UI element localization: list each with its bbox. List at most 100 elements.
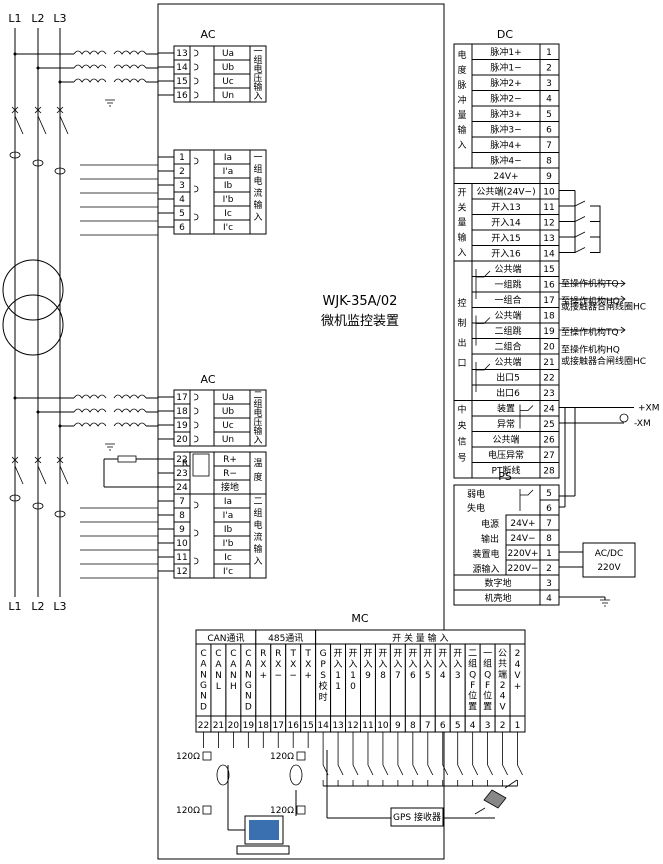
terminal-number: 8: [410, 721, 416, 731]
terminal-number: 6: [440, 721, 446, 731]
signal-label: 数字地: [484, 577, 511, 589]
terminal-number: 22: [198, 721, 209, 731]
resistor-icon: [296, 751, 306, 761]
sig-group-label: 信: [457, 436, 466, 448]
sw-group-label: 开: [457, 188, 466, 199]
signal-label: Ib: [224, 181, 233, 191]
terminal-number: 14: [176, 63, 188, 73]
switch-blade: [37, 465, 47, 485]
sw-group-label: 量: [457, 218, 466, 229]
terminal-number: 17: [176, 393, 187, 403]
signal-label: R+: [223, 455, 237, 465]
ac-title: AC: [200, 373, 215, 386]
mc-col-char: 共: [498, 659, 507, 670]
mc-col-char: 3: [455, 671, 461, 681]
volt-group-label: 入: [253, 435, 262, 446]
ct-icon: [32, 502, 44, 510]
terminal-number: 11: [362, 721, 373, 731]
row-cell: [453, 589, 541, 606]
terminal-number: 16: [543, 281, 555, 291]
contact-icon: [427, 764, 434, 776]
contact-icon: [337, 764, 344, 776]
signal-label: 公共端: [494, 263, 521, 275]
gps-label: GPS 接收器: [393, 811, 441, 823]
signal-label: 脉冲1+: [490, 46, 521, 58]
volt-group-label: 电: [253, 407, 262, 419]
coil-icon: [193, 407, 199, 415]
mc-col-char: G: [200, 681, 207, 691]
arrow-icon: [620, 326, 626, 334]
mc-col-char: G: [245, 681, 252, 691]
sw-header-label: 开 关 量 输 入: [392, 632, 448, 644]
phase-lines: L1 L2 L3 L1 L2 L3: [8, 12, 66, 613]
terminal-number: 1: [515, 721, 521, 731]
acdc-label: 220V: [597, 563, 621, 573]
mc-col-char: −: [274, 671, 282, 681]
cur-group-label: 输: [253, 543, 262, 555]
terminal-number: 18: [176, 407, 188, 417]
breaker-x-icon: [56, 106, 64, 114]
cable-twist-icon: [216, 764, 230, 786]
satellite-icon: [483, 789, 507, 809]
sig-group-label: 央: [457, 420, 466, 432]
terminal-number: 17: [543, 296, 554, 306]
mc-col-char: 公: [498, 648, 507, 659]
cur-group-label: 组: [253, 163, 262, 175]
cur-group-label: 入: [253, 556, 262, 567]
terminal-number: 16: [176, 91, 188, 101]
ctrl-note: 至操作机构TQ: [561, 326, 619, 338]
ctrl-group-label: 出: [457, 337, 466, 349]
pt-winding-icon: [73, 422, 107, 427]
mc-col-char: 组: [468, 658, 477, 670]
signal-label: 开入14: [491, 218, 521, 229]
label-l3-bot: L3: [53, 600, 66, 613]
mc-col-char: C: [200, 649, 206, 659]
mc-col-char: T: [289, 649, 296, 659]
mc-col-char: 入: [334, 659, 343, 670]
signal-label: I'b: [223, 539, 234, 549]
mc-col-char: 开: [453, 648, 462, 659]
terminal-number: 19: [243, 721, 255, 731]
mc-col-char: 2: [500, 681, 506, 691]
device-name: 微机监控装置: [321, 314, 399, 329]
mc-col-char: 开: [334, 648, 343, 659]
ctrl-group-label: 口: [457, 359, 466, 369]
cur-group-label: 流: [253, 187, 262, 199]
pulse-group-label: 入: [457, 140, 466, 151]
contact-icon: [397, 764, 404, 776]
sw-group-label: 输: [457, 232, 466, 244]
terminal-number: 6: [546, 126, 552, 136]
terminal-number: 3: [546, 79, 552, 89]
ctrl-group-label: 制: [457, 317, 466, 329]
mc-col-char: 入: [378, 659, 387, 670]
terminal-number: 17: [273, 721, 284, 731]
signal-label: 脉冲3−: [490, 124, 521, 136]
mc-col-char: X: [275, 660, 281, 670]
terminal-number: 21: [213, 721, 224, 731]
terminal-number: 26: [543, 436, 555, 446]
pt-winding-icon: [113, 394, 147, 399]
mc-col-char: X: [260, 660, 266, 670]
breaker-x-icon: [34, 106, 42, 114]
volt-group-label: 输: [253, 425, 262, 437]
contact-icon: [442, 764, 449, 776]
terminal-number: 2: [500, 721, 506, 731]
mc-col-char: 开: [423, 648, 432, 659]
terminal-number: 15: [302, 721, 313, 731]
signal-cell: [213, 549, 251, 565]
mc-col-char: 置: [468, 701, 477, 712]
signal-label: I'b: [223, 195, 234, 205]
coil-icon: [193, 91, 199, 99]
contact-icon: [472, 764, 479, 776]
terminal-number: 18: [543, 312, 555, 322]
signal-label: 一组跳: [494, 279, 521, 291]
volt-group-label: 二: [253, 391, 262, 401]
terminal-number: 6: [179, 223, 185, 233]
weak-label: 失电: [467, 502, 485, 514]
mc-col-char: Q: [484, 670, 491, 680]
coil-icon: [193, 63, 199, 71]
pulse-group-label: 电: [457, 49, 466, 61]
ctrl-note: 至操作机构HQ: [561, 344, 620, 356]
signal-cell: [213, 87, 251, 103]
mc-col-char: 一: [483, 649, 492, 659]
